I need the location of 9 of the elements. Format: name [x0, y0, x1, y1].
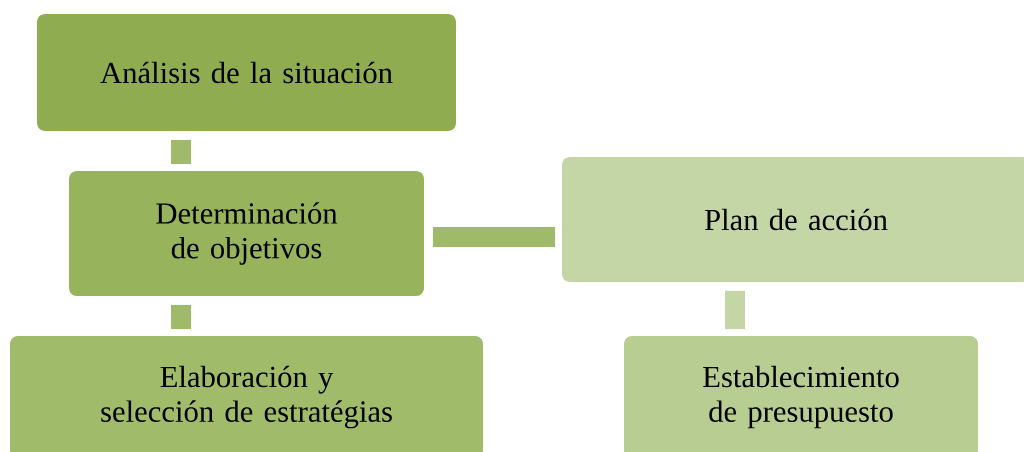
- connector-bar: [725, 290, 745, 330]
- connector-bar: [432, 227, 556, 247]
- process-box: Determinación de objetivos: [69, 171, 424, 296]
- process-box: Plan de acción: [562, 157, 1024, 282]
- connector-bar: [171, 139, 191, 165]
- process-box: Análisis de la situación: [37, 14, 456, 131]
- process-box: Elaboración y selección de estratégias: [10, 336, 483, 452]
- connector-bar: [171, 304, 191, 330]
- process-box: Establecimiento de presupuesto: [624, 336, 978, 452]
